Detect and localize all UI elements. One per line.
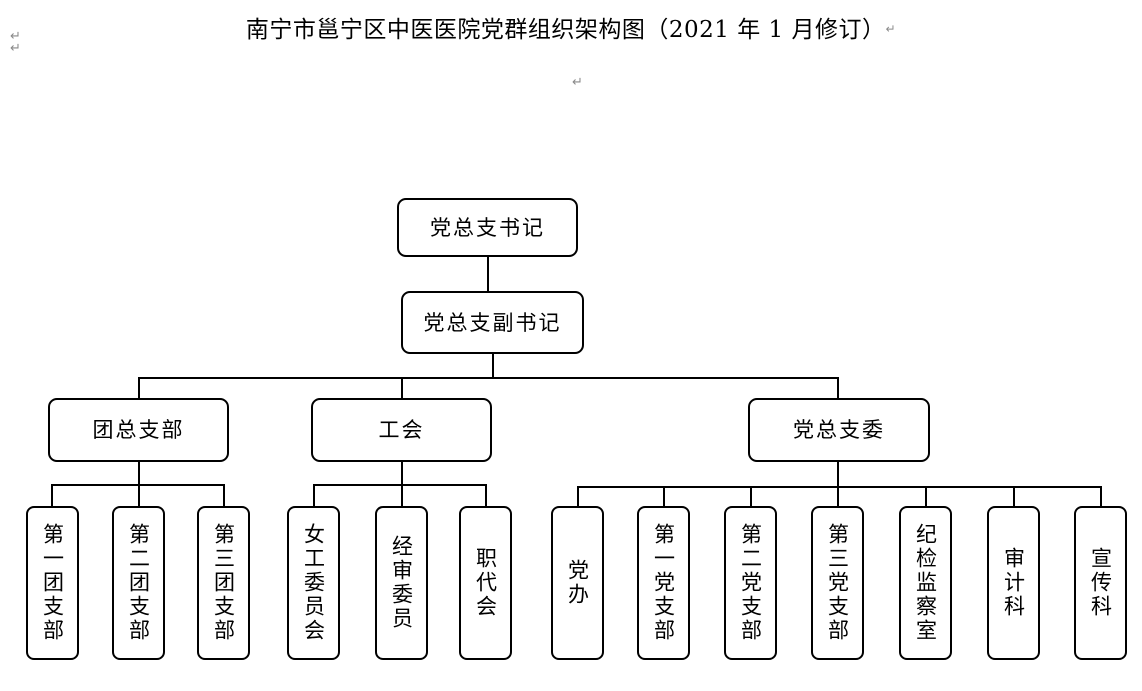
node-label: 纪检监察室 <box>913 523 938 643</box>
paragraph-mark-icon: ↵ <box>10 29 21 44</box>
node-label: 团总支部 <box>92 418 185 442</box>
paragraph-mark-icon: ↵ <box>885 22 897 36</box>
connector-root-to-deputy <box>487 257 489 291</box>
connector-bus-to-youth-league <box>138 377 140 398</box>
node-second-party-branch[interactable]: 第二党支部 <box>724 506 777 660</box>
connector-youth-league-drop-1 <box>51 484 53 506</box>
node-labor-union[interactable]: 工会 <box>311 398 492 462</box>
node-label: 第二团支部 <box>126 523 151 643</box>
connector-deputy-stem <box>492 354 494 379</box>
node-party-general-branch-secretary[interactable]: 党总支书记 <box>397 198 578 257</box>
node-women-workers-committee[interactable]: 女工委员会 <box>287 506 340 660</box>
connector-party-committee-stem <box>837 462 839 487</box>
node-label: 宣传科 <box>1088 547 1113 619</box>
connector-bus-to-party-committee <box>837 377 839 398</box>
node-third-party-branch[interactable]: 第三党支部 <box>811 506 864 660</box>
node-label: 第一团支部 <box>40 523 65 643</box>
node-label: 经审委员 <box>389 535 414 631</box>
connector-party-drop-4 <box>837 486 839 506</box>
node-label: 第一党支部 <box>651 523 676 643</box>
node-staff-congress[interactable]: 职代会 <box>459 506 512 660</box>
paragraph-mark-icon: ↵ <box>10 41 21 56</box>
connector-union-bus <box>313 484 487 486</box>
connector-union-drop-1 <box>313 484 315 506</box>
connector-party-drop-5 <box>925 486 927 506</box>
connector-union-stem <box>401 462 403 485</box>
connector-level3-bus <box>138 377 839 379</box>
connector-party-drop-7 <box>1100 486 1102 506</box>
node-party-general-branch-committee[interactable]: 党总支委 <box>748 398 930 462</box>
node-audit-department[interactable]: 审计科 <box>987 506 1040 660</box>
node-party-office[interactable]: 党办 <box>551 506 604 660</box>
node-label: 审计科 <box>1001 547 1026 619</box>
page-title-text: 南宁市邕宁区中医医院党群组织架构图（2021 年 1 月修订） <box>245 17 886 43</box>
connector-bus-to-union <box>401 377 403 398</box>
node-first-youth-league-branch[interactable]: 第一团支部 <box>26 506 79 660</box>
connector-union-drop-2 <box>401 484 403 506</box>
node-label: 党总支副书记 <box>423 310 562 335</box>
connector-youth-league-drop-2 <box>138 484 140 506</box>
node-label: 第二党支部 <box>738 523 763 643</box>
node-party-general-branch-deputy-secretary[interactable]: 党总支副书记 <box>401 291 584 354</box>
connector-youth-league-drop-3 <box>223 484 225 506</box>
connector-union-drop-3 <box>485 484 487 506</box>
connector-youth-league-stem <box>138 462 140 485</box>
connector-party-drop-3 <box>750 486 752 506</box>
connector-party-drop-6 <box>1013 486 1015 506</box>
node-youth-league-general-branch[interactable]: 团总支部 <box>48 398 229 462</box>
node-label: 第三团支部 <box>211 523 236 643</box>
node-label: 党办 <box>565 559 590 607</box>
paragraph-mark-icon: ↵ <box>572 75 583 90</box>
page-title: 南宁市邕宁区中医医院党群组织架构图（2021 年 1 月修订）↵ <box>0 14 1142 45</box>
node-label: 女工委员会 <box>301 523 326 643</box>
node-publicity-department[interactable]: 宣传科 <box>1074 506 1127 660</box>
connector-party-drop-2 <box>663 486 665 506</box>
node-discipline-inspection-office[interactable]: 纪检监察室 <box>899 506 952 660</box>
node-label: 党总支委 <box>793 418 885 442</box>
node-third-youth-league-branch[interactable]: 第三团支部 <box>197 506 250 660</box>
connector-party-drop-1 <box>577 486 579 506</box>
node-label: 职代会 <box>473 547 498 619</box>
node-label: 工会 <box>378 418 425 442</box>
node-label: 第三党支部 <box>825 523 850 643</box>
node-first-party-branch[interactable]: 第一党支部 <box>637 506 690 660</box>
node-audit-review-committee[interactable]: 经审委员 <box>375 506 428 660</box>
connector-party-committee-bus <box>577 486 1101 488</box>
node-label: 党总支书记 <box>430 215 545 240</box>
node-second-youth-league-branch[interactable]: 第二团支部 <box>112 506 165 660</box>
